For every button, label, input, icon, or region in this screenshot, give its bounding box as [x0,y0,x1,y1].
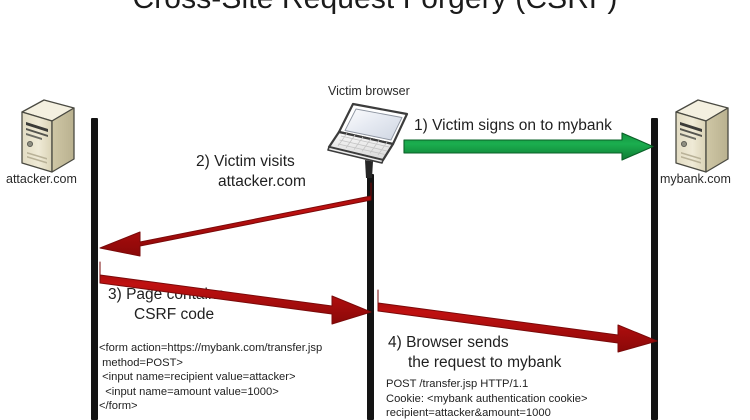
step-4-label: 4) Browser sends the request to mybank [388,333,561,373]
step-2-line-2: attacker.com [218,173,306,190]
arrow-step-2-red [99,182,372,257]
arrow-step-1-green [403,132,654,163]
endpoint-label-browser: Victim browser [328,84,410,98]
server-tower-icon-mybank [672,98,732,176]
arrow-step-3-red [99,261,372,325]
step-2-label: 2) Victim visits attacker.com [196,152,306,192]
step-3-line-2: CSRF code [134,306,215,323]
step-2-line-1: 2) Victim visits [196,153,295,170]
lifeline-browser [367,174,374,420]
laptop-icon [327,100,419,178]
arrow-step-4-red [377,289,658,353]
csrf-form-code-snippet: <form action=https://mybank.com/transfer… [99,342,323,412]
page-title: Cross-Site Request Forgery (CSRF) [0,0,750,16]
lifeline-mybank [651,118,658,420]
step-1-label: 1) Victim signs on to mybank [414,117,612,134]
endpoint-label-mybank: mybank.com [660,172,731,186]
step-4-line-1: 4) Browser sends [388,334,509,351]
step-4-line-2: the request to mybank [408,354,562,371]
http-request-snippet: POST /transfer.jsp HTTP/1.1 Cookie: <myb… [386,378,588,419]
lifeline-attacker [91,118,98,420]
endpoint-label-attacker: attacker.com [6,172,77,186]
server-tower-icon-attacker [18,98,78,176]
